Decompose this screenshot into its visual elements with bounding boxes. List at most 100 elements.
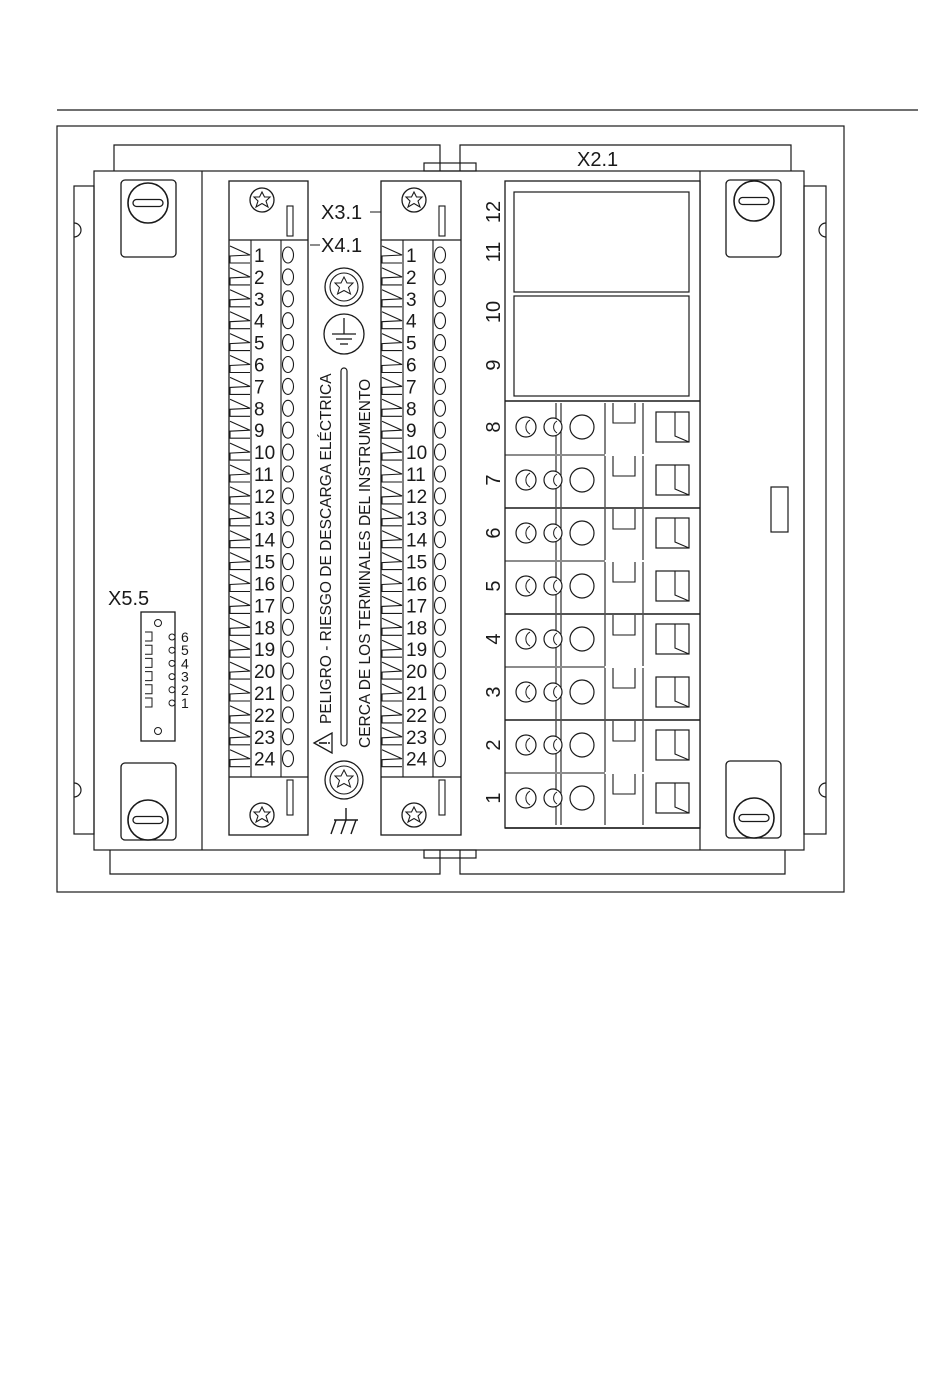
screw-icon — [570, 627, 594, 651]
screw-icon — [570, 680, 594, 704]
terminal-screw-icon — [435, 554, 446, 570]
terminal-screw-icon — [283, 378, 294, 394]
x3-terminal-number: 14 — [406, 531, 428, 552]
x4-terminal-number: 5 — [254, 334, 265, 355]
chassis-ground-icon — [331, 808, 358, 834]
x3-terminal-number: 7 — [406, 377, 417, 398]
x3-terminal-number: 15 — [406, 553, 427, 574]
ground-terminal-top — [325, 268, 363, 306]
x2-terminal-number: 3 — [483, 686, 505, 697]
mounting-bracket-bottom-left — [121, 763, 176, 840]
terminal-screw-icon — [283, 685, 294, 701]
screw-icon — [570, 574, 594, 598]
warning-triangle-icon — [314, 733, 332, 753]
x3-terminal-number: 8 — [406, 399, 417, 420]
x2-1-terminal-block: 121110987654321 — [483, 181, 700, 828]
terminal-screw-icon — [283, 532, 294, 548]
terminal-screw-icon — [435, 576, 446, 592]
terminal-screw-icon — [435, 247, 446, 263]
screw-icon — [570, 468, 594, 492]
terminal-screw-icon — [435, 685, 446, 701]
x4-terminal-number: 18 — [254, 618, 275, 639]
terminal-screw-icon — [283, 335, 294, 351]
ground-symbol-icon — [324, 314, 364, 354]
screw-icon — [570, 733, 594, 757]
x3-terminal-number: 4 — [406, 312, 417, 333]
block-screw-icon — [250, 188, 274, 212]
x3-terminal-number: 11 — [406, 465, 426, 486]
terminal-screw-icon — [283, 751, 294, 767]
terminal-screw-icon — [283, 313, 294, 329]
terminal-screw-icon — [283, 641, 294, 657]
x3-terminal-number: 9 — [406, 421, 417, 442]
block-screw-icon — [402, 188, 426, 212]
x3-terminal-number: 21 — [406, 684, 427, 705]
mounting-bracket-bottom-right — [726, 761, 781, 838]
x3-terminal-number: 20 — [406, 662, 427, 683]
terminal-screw-icon — [435, 510, 446, 526]
terminal-screw-icon — [283, 510, 294, 526]
x4-terminal-number: 23 — [254, 728, 275, 749]
terminal-screw-icon — [283, 597, 294, 613]
terminal-screw-icon — [435, 400, 446, 416]
mounting-screw-icon — [734, 798, 774, 838]
x3-terminal-number: 10 — [406, 443, 427, 464]
x5-5-label: X5.5 — [108, 588, 149, 610]
x3-terminal-number: 13 — [406, 509, 427, 530]
terminal-screw-icon — [435, 532, 446, 548]
x3-terminal-number: 23 — [406, 728, 427, 749]
x4-terminal-number: 17 — [254, 596, 275, 617]
terminal-screw-icon — [435, 378, 446, 394]
x4-terminal-number: 22 — [254, 706, 275, 727]
warning-text-line2: CERCA DE LOS TERMINALES DEL INSTRUMENTO — [357, 379, 374, 748]
x3-terminal-number: 12 — [406, 487, 427, 508]
x3-1-label: X3.1 — [321, 202, 362, 224]
x4-terminal-number: 3 — [254, 290, 265, 311]
x3-terminal-number: 19 — [406, 640, 427, 661]
terminal-screw-icon — [435, 466, 446, 482]
x4-terminal-number: 8 — [254, 399, 265, 420]
warning-text-line1: PELIGRO - RIESGO DE DESCARGA ELÉCTRICA — [318, 373, 335, 724]
x3-terminal-number: 17 — [406, 596, 427, 617]
x2-terminal-number: 6 — [483, 527, 505, 538]
x3-terminal-number: 16 — [406, 575, 427, 596]
x2-terminal-number: 9 — [483, 359, 505, 370]
x2-terminal-number: 11 — [483, 242, 505, 263]
x4-terminal-number: 1 — [254, 246, 265, 267]
x5-pin-number: 1 — [181, 695, 189, 711]
terminal-screw-icon — [283, 619, 294, 635]
terminal-screw-icon — [435, 357, 446, 373]
x3-terminal-number: 18 — [406, 618, 427, 639]
x3-terminal-number: 24 — [406, 750, 428, 771]
terminal-screw-icon — [283, 554, 294, 570]
terminal-screw-icon — [435, 313, 446, 329]
screw-icon — [570, 415, 594, 439]
terminal-screw-icon — [283, 357, 294, 373]
terminal-screw-icon — [283, 729, 294, 745]
x4-terminal-number: 11 — [254, 465, 274, 486]
terminal-screw-icon — [283, 466, 294, 482]
terminal-screw-icon — [283, 576, 294, 592]
x4-terminal-number: 16 — [254, 575, 275, 596]
terminal-screw-icon — [283, 444, 294, 460]
x4-terminal-number: 9 — [254, 421, 265, 442]
terminal-screw-icon — [435, 291, 446, 307]
terminal-screw-icon — [435, 422, 446, 438]
x2-terminal-number: 8 — [483, 421, 505, 432]
terminal-screw-icon — [435, 488, 446, 504]
x4-terminal-number: 7 — [254, 377, 265, 398]
x4-terminal-number: 19 — [254, 640, 275, 661]
mounting-bracket-top-right — [726, 180, 781, 257]
terminal-screw-icon — [283, 247, 294, 263]
x4-terminal-number: 6 — [254, 356, 265, 377]
block-screw-icon — [250, 803, 274, 827]
mounting-screw-icon — [128, 800, 168, 840]
x4-terminal-number: 2 — [254, 268, 265, 289]
x2-terminal-number: 5 — [483, 580, 505, 591]
terminal-screw-icon — [283, 663, 294, 679]
x3-terminal-number: 1 — [406, 246, 417, 267]
x2-terminal-number: 7 — [483, 474, 505, 485]
terminal-screw-icon — [435, 269, 446, 285]
